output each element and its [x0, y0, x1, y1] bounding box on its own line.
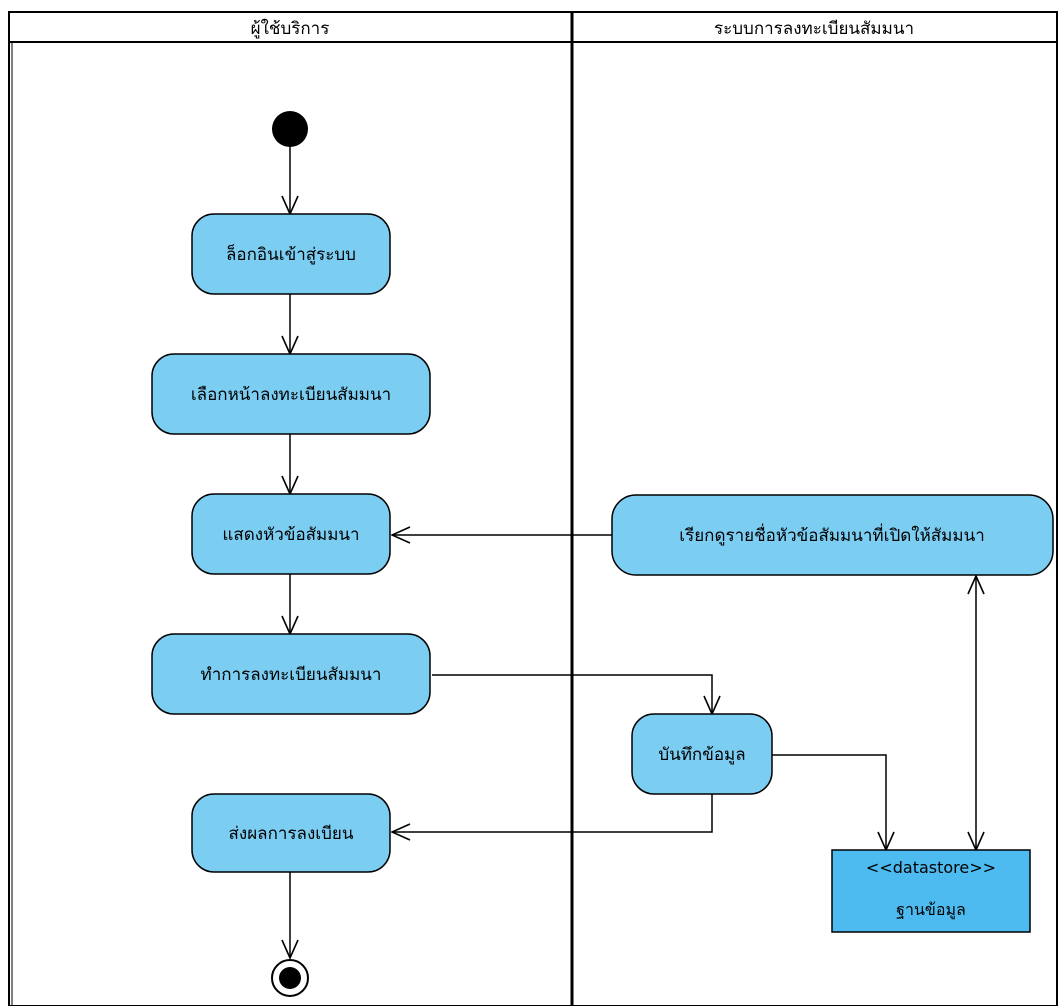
action-save-data-label: บันทึกข้อมูล [658, 745, 745, 765]
action-save-data: บันทึกข้อมูล [631, 713, 773, 795]
action-show-topics-label: แสดงหัวข้อสัมมนา [222, 525, 359, 545]
flow-save-to-datastore [772, 754, 886, 850]
initial-node [272, 111, 308, 147]
swimlane-title-system: ระบบการลงทะเบียนสัมมนา [714, 19, 914, 39]
action-send-result-label: ส่งผลการลงเบียน [229, 824, 354, 844]
swimlane-title-user: ผู้ใช้บริการ [251, 18, 330, 39]
action-login-label: ล็อกอินเข้าสู่ระบบ [226, 243, 356, 265]
action-select-registration-page-label: เลือกหน้าลงทะเบียนสัมมนา [191, 385, 391, 405]
action-login: ล็อกอินเข้าสู่ระบบ [191, 213, 391, 295]
datastore-node: <<datastore>> ฐานข้อมูล [831, 849, 1031, 933]
final-node [271, 959, 309, 997]
flow-register-to-save [432, 674, 712, 714]
datastore-label: ฐานข้อมูล [896, 900, 966, 920]
action-send-result: ส่งผลการลงเบียน [191, 793, 391, 873]
action-show-topics: แสดงหัวข้อสัมมนา [191, 493, 391, 575]
flow-save-to-result [392, 794, 713, 832]
action-register-seminar: ทำการลงทะเบียนสัมมนา [151, 633, 431, 715]
action-fetch-topics-label: เรียกดูรายชื่อหัวข้อสัมมนาที่เปิดให้สัมม… [679, 523, 984, 546]
action-register-seminar-label: ทำการลงทะเบียนสัมมนา [201, 665, 382, 685]
datastore-stereotype: <<datastore>> [866, 858, 996, 877]
swimlane-frame [8, 11, 1058, 1006]
action-fetch-topics: เรียกดูรายชื่อหัวข้อสัมมนาที่เปิดให้สัมม… [611, 494, 1054, 576]
action-select-registration-page: เลือกหน้าลงทะเบียนสัมมนา [151, 353, 431, 435]
